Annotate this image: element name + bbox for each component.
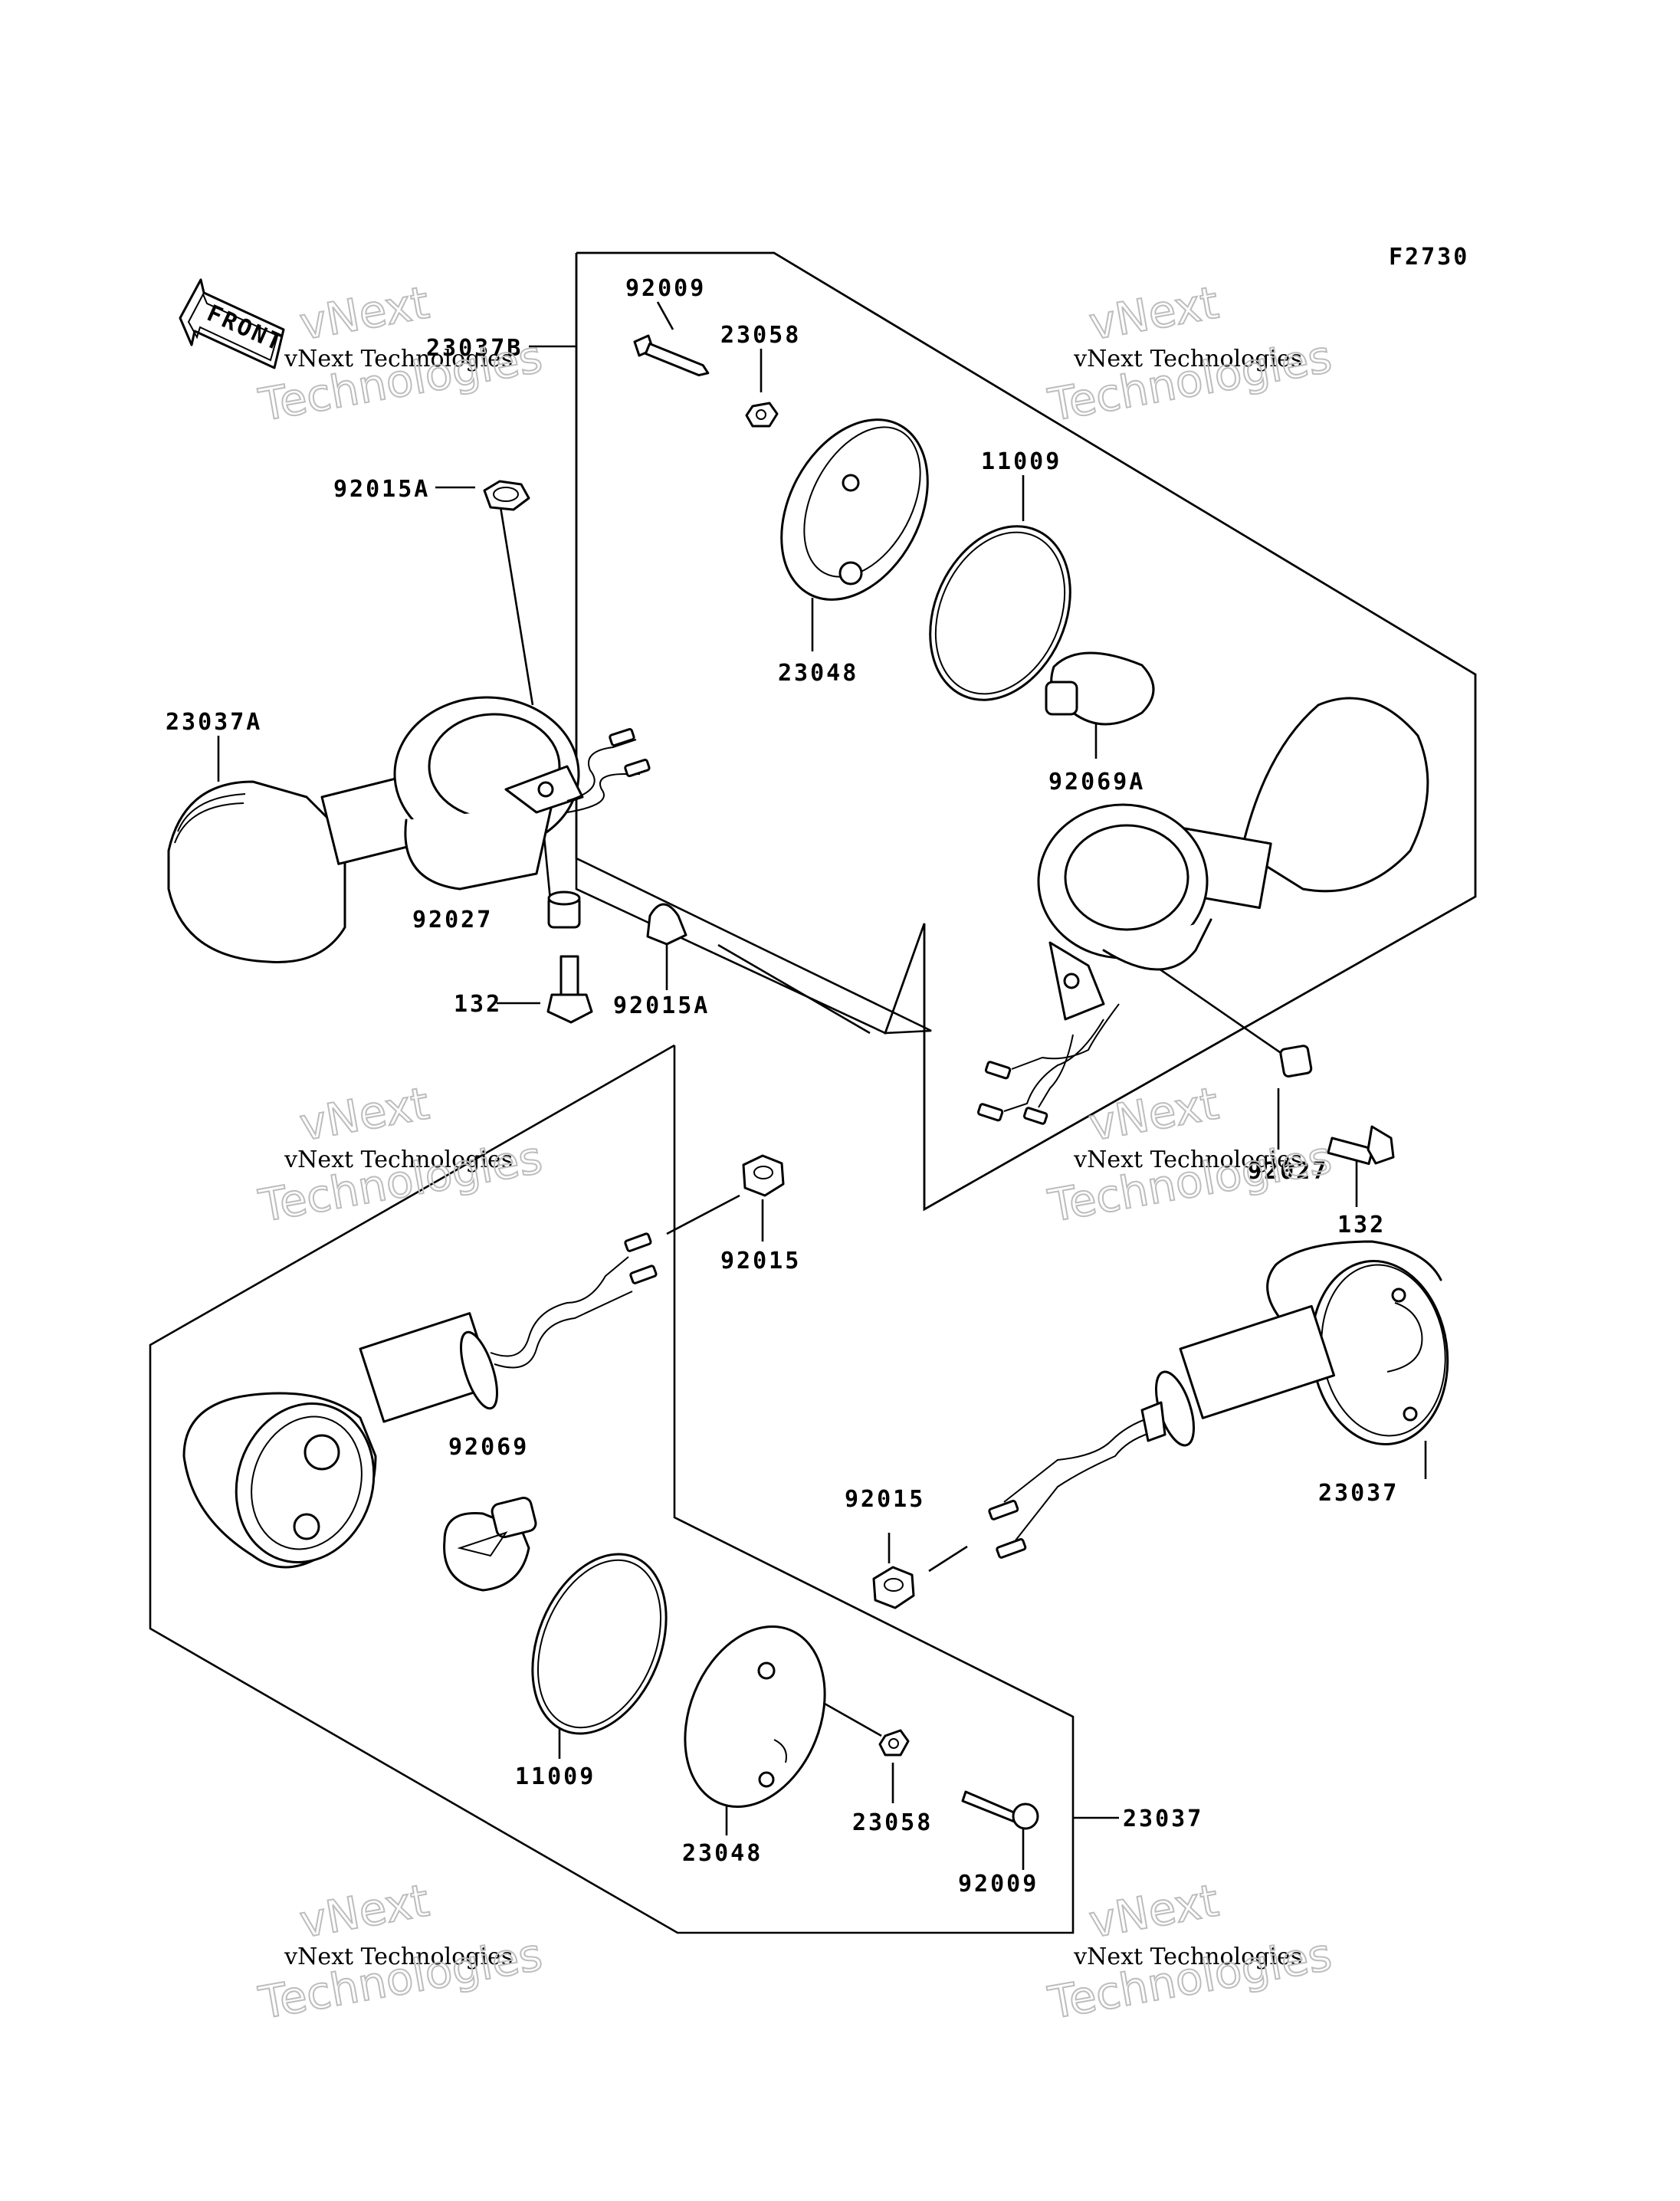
- nut-92015-mid: [742, 1154, 785, 1197]
- watermark-big-top: vNext: [1085, 1875, 1222, 1948]
- watermark-6: vNext vNext Technologies Technologies: [1044, 1874, 1337, 2030]
- label-92009-lower: 92009: [958, 1871, 1039, 1898]
- watermark-big-top: vNext: [296, 1875, 433, 1948]
- watermark-3: vNext vNext Technologies Technologies: [254, 1077, 547, 1233]
- watermark-big-top: vNext: [1085, 277, 1222, 350]
- lower-group-outline: [149, 1044, 1075, 1934]
- label-132-right: 132: [1337, 1212, 1386, 1238]
- label-11009-lower: 11009: [515, 1763, 596, 1790]
- watermark-5: vNext vNext Technologies Technologies: [254, 1874, 547, 2030]
- lens-23048-lower: [684, 1625, 826, 1809]
- nut-23058-upper: [745, 402, 779, 428]
- watermark-big-top: vNext: [296, 1078, 433, 1151]
- turn-signal-upper-right: [976, 697, 1429, 1125]
- nut-23058-lower: [878, 1729, 910, 1757]
- label-92027-left: 92027: [412, 907, 493, 933]
- label-11009-upper: 11009: [981, 448, 1061, 475]
- label-92015-mid: 92015: [720, 1248, 801, 1274]
- collar-92027-right: [1279, 1045, 1313, 1078]
- leader-lines: [217, 301, 1427, 1870]
- bulb-92069: [443, 1497, 537, 1592]
- label-92015A-upper: 92015A: [333, 476, 430, 503]
- cap-nut-92015A-mid: [646, 903, 687, 946]
- label-92015A-mid: 92015A: [613, 992, 710, 1019]
- label-92069: 92069: [448, 1434, 529, 1461]
- label-23037-right: 23037: [1318, 1480, 1399, 1507]
- watermark-big-top: vNext: [296, 277, 433, 350]
- nut-92015-right: [872, 1566, 915, 1609]
- turn-signal-23037-right: [988, 1240, 1449, 1559]
- watermark-small: vNext Technologies: [284, 346, 513, 372]
- label-23037-lower: 23037: [1123, 1806, 1203, 1832]
- collar-92027-left: [547, 891, 581, 929]
- label-23058-upper: 23058: [720, 322, 801, 349]
- label-92069A: 92069A: [1048, 769, 1145, 795]
- label-132-left: 132: [454, 991, 502, 1018]
- label-23048-upper: 23048: [778, 660, 858, 687]
- bulb-92069A: [1045, 651, 1155, 726]
- seal-ring-11009-lower: [531, 1553, 668, 1735]
- label-92015-right: 92015: [845, 1486, 925, 1513]
- label-23048-lower: 23048: [682, 1840, 763, 1867]
- lens-rim-23048-upper: [780, 418, 929, 601]
- screw-92009-lower: [961, 1790, 1039, 1830]
- bolt-132-left: [546, 955, 593, 1024]
- watermark-small: vNext Technologies: [284, 1944, 513, 1970]
- figure-code: F2730: [1389, 244, 1469, 271]
- watermark-small: vNext Technologies: [1073, 346, 1302, 372]
- watermark-2: vNext vNext Technologies Technologies: [1044, 276, 1337, 432]
- watermark-small: vNext Technologies: [1073, 1944, 1302, 1970]
- turn-signal-23037A: [167, 696, 651, 963]
- seal-ring-11009-upper: [929, 525, 1071, 701]
- part-labels: 92009 23058 23037B 11009 92015A 23048 23…: [166, 275, 1399, 1898]
- watermark-small: vNext Technologies: [284, 1146, 513, 1173]
- label-92027-right: 92027: [1248, 1158, 1328, 1185]
- label-23058-lower: 23058: [852, 1809, 933, 1836]
- watermark-4: vNext vNext Technologies Technologies: [1044, 1077, 1337, 1233]
- label-23037A: 23037A: [166, 709, 262, 736]
- label-92009-upper: 92009: [625, 275, 706, 302]
- watermark-big-top: vNext: [1085, 1078, 1222, 1151]
- screw-92009-upper: [633, 334, 710, 377]
- front-arrow-icon: FRONT: [179, 278, 287, 369]
- watermark-1: vNext vNext Technologies Technologies: [254, 276, 547, 432]
- watermark-small: vNext Technologies: [1073, 1146, 1302, 1173]
- turn-signal-housing-lower-left: [182, 1232, 658, 1569]
- nut-92015A-upper: [483, 480, 530, 511]
- label-23037B: 23037B: [426, 335, 523, 362]
- bolt-132-right: [1327, 1125, 1395, 1166]
